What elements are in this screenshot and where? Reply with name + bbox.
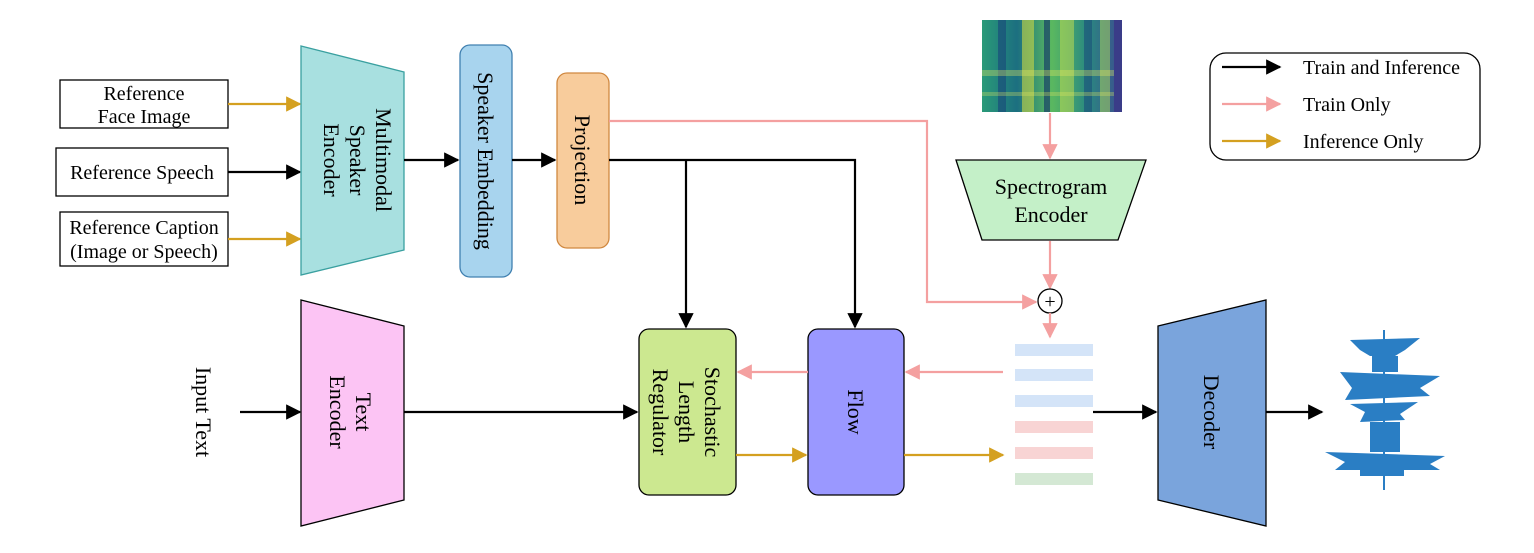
- flow-block: Flow: [807, 328, 905, 496]
- sum-symbol: +: [1044, 291, 1055, 313]
- face-image-label-2: Face Image: [98, 106, 191, 128]
- legend: Train and Inference Train Only Inference…: [1209, 52, 1481, 161]
- encoder-label-1: Multimodal: [371, 108, 396, 212]
- spectrogram-image: [982, 20, 1122, 112]
- reference-caption-box: Reference Caption (Image or Speech): [59, 211, 229, 267]
- legend-train-only-label: Train Only: [1303, 94, 1391, 116]
- encoder-label-3: Encoder: [319, 123, 344, 197]
- spectrogram-encoder: Spectrogram Encoder: [955, 159, 1147, 241]
- flow-label: Flow: [843, 389, 868, 434]
- text-encoder: Text Encoder: [300, 299, 405, 527]
- spectrogram-encoder-label-1: Spectrogram: [995, 174, 1107, 199]
- caption-label-2: (Image or Speech): [70, 241, 218, 263]
- encoder-label-2: Speaker: [345, 125, 370, 197]
- regulator-label-1: Stochastic: [700, 367, 725, 458]
- projection-to-flow-arrow: [609, 158, 863, 329]
- stochastic-length-regulator: Stochastic Length Regulator: [638, 328, 737, 496]
- reference-speech-box: Reference Speech: [55, 147, 229, 197]
- decoder-label: Decoder: [1199, 375, 1224, 450]
- latent-representation: [1015, 344, 1093, 485]
- caption-label-1: Reference Caption: [69, 217, 218, 239]
- regulator-label-2: Length: [674, 381, 699, 443]
- projection-to-sum-arrow: [609, 119, 1038, 310]
- waveform-image: [1325, 330, 1445, 490]
- projection-block: Projection: [556, 72, 610, 249]
- speech-label: Reference Speech: [70, 162, 214, 184]
- legend-inference-only-label: Inference Only: [1303, 131, 1424, 153]
- speaker-embedding-block: Speaker Embedding: [459, 44, 513, 278]
- sum-node: +: [1037, 288, 1063, 314]
- projection-label: Projection: [570, 115, 595, 205]
- spectrogram-encoder-label-2: Encoder: [1014, 202, 1088, 227]
- multimodal-speaker-encoder: Multimodal Speaker Encoder: [300, 45, 405, 276]
- text-encoder-label-2: Encoder: [325, 375, 350, 449]
- reference-face-image-box: Reference Face Image: [59, 79, 229, 129]
- text-encoder-label-1: Text: [351, 393, 376, 432]
- face-image-label-1: Reference: [103, 83, 184, 105]
- input-text-label: Input Text: [191, 367, 216, 457]
- speaker-embedding-label: Speaker Embedding: [473, 72, 498, 250]
- regulator-label-3: Regulator: [648, 369, 673, 456]
- decoder-block: Decoder: [1157, 299, 1267, 527]
- legend-train-inference-label: Train and Inference: [1303, 57, 1460, 79]
